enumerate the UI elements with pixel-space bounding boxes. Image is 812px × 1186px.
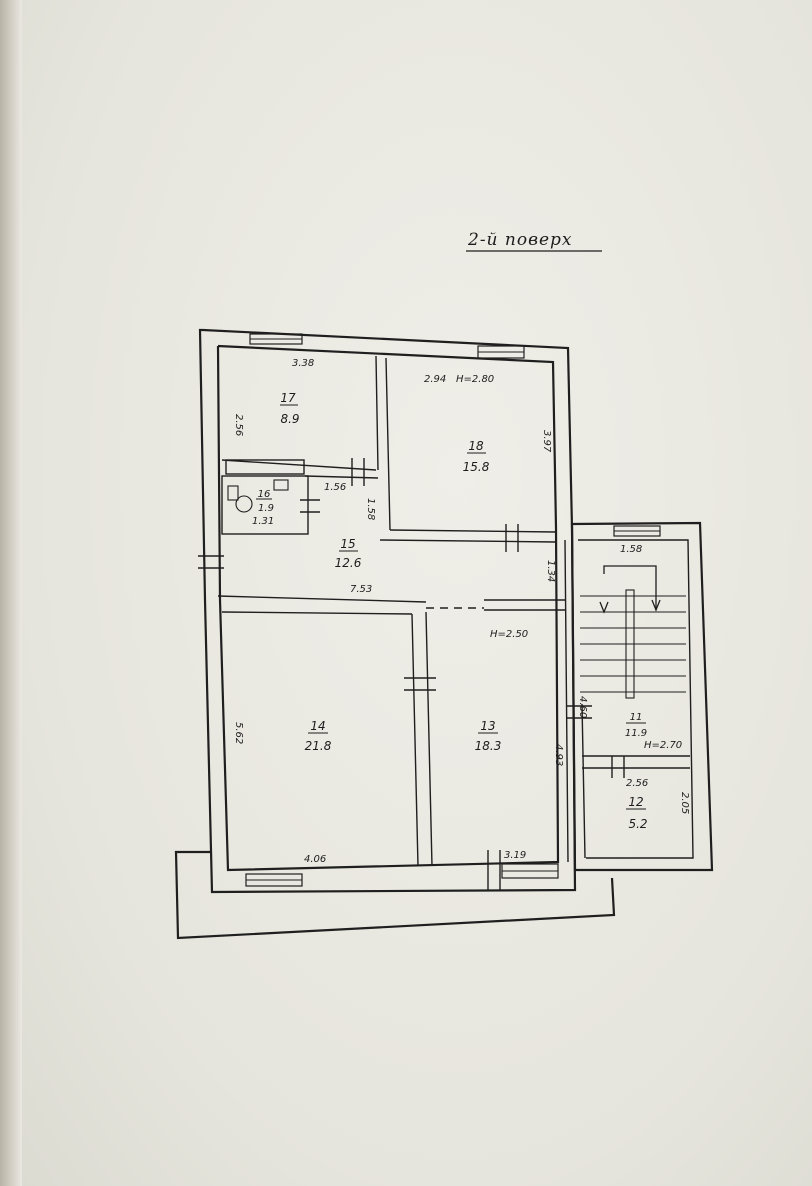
room-area: 18.3 (475, 739, 502, 753)
dim-hall-door: 1.58 (365, 498, 376, 520)
room-15-label: 15 12.6 (335, 537, 362, 570)
floor-title: 2-й поверх (467, 230, 573, 250)
dim-r11-ceiling: H=2.70 (644, 740, 682, 751)
room-area: 8.9 (280, 412, 299, 426)
dim-hall-length: 7.53 (350, 584, 372, 595)
bathroom-fixtures (227, 479, 289, 513)
room-number: 14 (310, 719, 325, 733)
dim-stair-width: 1.58 (620, 544, 642, 555)
dim-r13-width: 3.19 (504, 850, 526, 861)
staircase (580, 565, 686, 699)
room-12-label: 12 5.2 (626, 795, 648, 831)
room-number: 12 (628, 795, 643, 809)
binder-edge (0, 0, 22, 1186)
dimension-labels: 3.38 2.56 2.94 H=2.80 3.97 1.31 1.56 1.5… (233, 358, 690, 865)
room-area: 21.8 (305, 739, 332, 753)
outer-walls (174, 328, 714, 940)
dim-r13-ceiling: H=2.50 (490, 629, 528, 640)
dim-r11-height: 4.60 (577, 696, 588, 718)
dim-r17-width: 3.38 (292, 358, 314, 369)
room-number: 15 (340, 537, 355, 551)
room-area: 1.9 (258, 503, 274, 514)
room-area: 12.6 (335, 556, 362, 570)
room-16-label: 16 1.9 (256, 489, 274, 514)
dim-hall-small: 1.56 (324, 482, 346, 493)
dim-r18-width: 2.94 (424, 374, 446, 385)
dim-r18-height: 3.97 (541, 430, 552, 453)
room-number: 11 (630, 712, 643, 723)
door-markers (198, 458, 625, 890)
room-17-label: 17 8.9 (280, 391, 300, 426)
dim-r18-ceiling: H=2.80 (456, 374, 494, 385)
room-area: 11.9 (625, 728, 647, 739)
room-area: 15.8 (463, 460, 490, 474)
dim-r16-width: 1.31 (252, 516, 274, 527)
room-number: 17 (280, 391, 296, 405)
room-13-label: 13 18.3 (475, 719, 502, 753)
dim-r14-height: 5.62 (233, 722, 244, 744)
dim-r12-width: 2.56 (626, 778, 648, 789)
dim-r13-height: 4.93 (553, 744, 564, 766)
dim-r17-height: 2.56 (233, 414, 244, 436)
dim-r12-height: 2.05 (679, 792, 690, 814)
dim-r14-width: 4.06 (304, 854, 326, 865)
room-number: 16 (258, 489, 271, 500)
paper-sheet (22, 0, 812, 1186)
interior-walls (217, 355, 690, 867)
room-number: 18 (468, 439, 484, 453)
room-area: 5.2 (628, 817, 647, 831)
windows (245, 333, 661, 887)
dim-hall-height: 1.34 (545, 560, 556, 582)
room-14-label: 14 21.8 (305, 719, 332, 753)
room-number: 13 (480, 719, 495, 733)
room-18-label: 18 15.8 (463, 439, 490, 474)
room-11-label: 11 11.9 (625, 712, 647, 739)
